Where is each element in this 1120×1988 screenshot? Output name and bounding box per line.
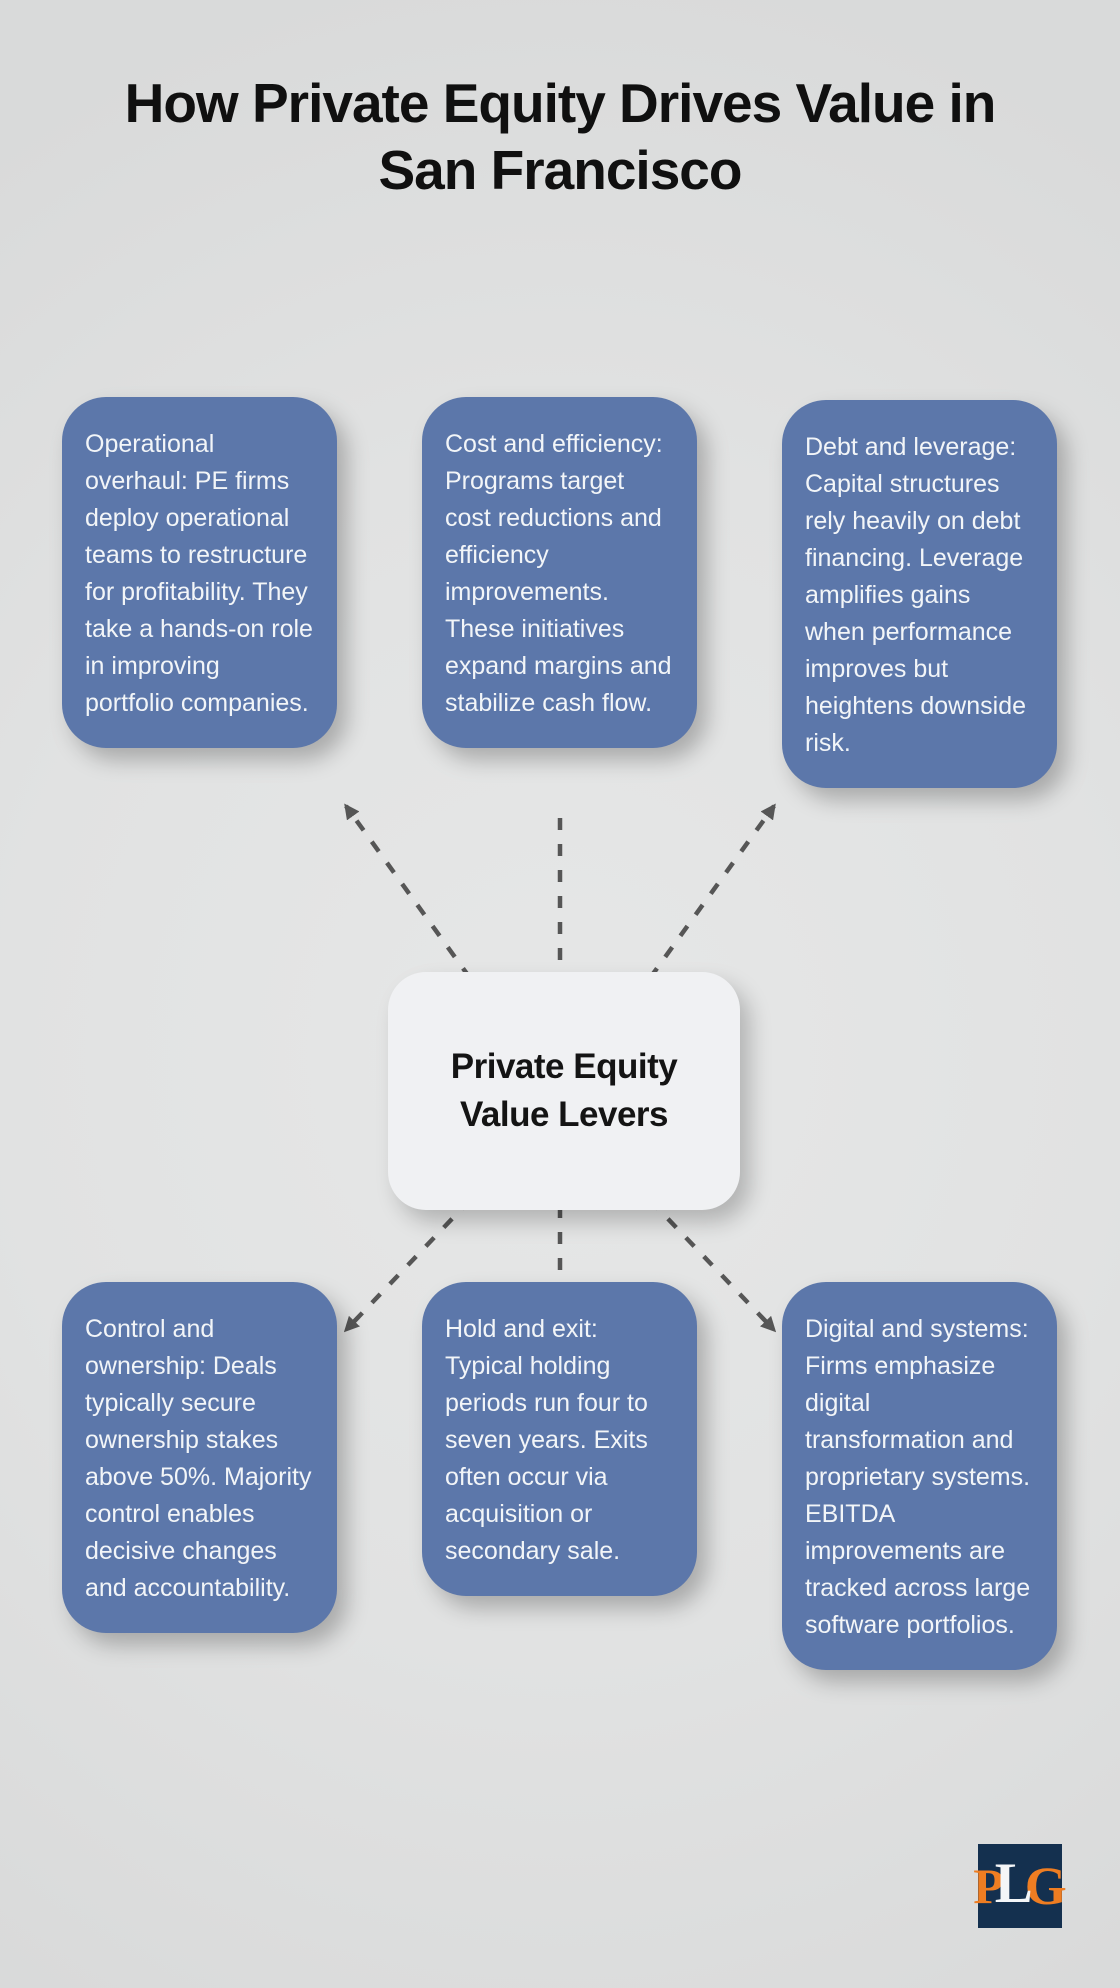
node-debt-leverage: Debt and leverage: Capital structures re… <box>782 400 1057 788</box>
connector-bottom-left <box>343 1198 472 1333</box>
node-cost-efficiency-text: Cost and efficiency: Programs target cos… <box>445 430 672 717</box>
node-digital-systems: Digital and systems: Firms emphasize dig… <box>782 1282 1057 1670</box>
node-cost-efficiency: Cost and efficiency: Programs target cos… <box>422 397 697 748</box>
node-control-ownership-text: Control and ownership: Deals typically s… <box>85 1315 312 1602</box>
connector-top-left <box>344 803 472 980</box>
node-debt-leverage-text: Debt and leverage: Capital structures re… <box>805 433 1026 757</box>
node-hold-exit: Hold and exit: Typical holding periods r… <box>422 1282 697 1596</box>
center-node-label: Private Equity Value Levers <box>450 1047 678 1134</box>
center-node-private-equity-value-levers: Private Equity Value Levers <box>388 972 740 1210</box>
plg-logo-letter-p: P <box>973 1858 1004 1914</box>
node-hold-exit-text: Hold and exit: Typical holding periods r… <box>445 1315 648 1565</box>
page-title: How Private Equity Drives Value in San F… <box>124 72 997 201</box>
node-operational-overhaul-text: Operational overhaul: PE firms deploy op… <box>85 430 313 717</box>
node-digital-systems-text: Digital and systems: Firms emphasize dig… <box>805 1315 1031 1639</box>
plg-logo-letter-l: L <box>994 1851 1033 1915</box>
plg-logo: P L G <box>973 1844 1067 1928</box>
node-operational-overhaul: Operational overhaul: PE firms deploy op… <box>62 397 337 748</box>
plg-logo-letter-g: G <box>1024 1856 1067 1916</box>
connector-top-right <box>648 803 776 980</box>
node-control-ownership: Control and ownership: Deals typically s… <box>62 1282 337 1633</box>
connector-bottom-right <box>648 1198 777 1333</box>
